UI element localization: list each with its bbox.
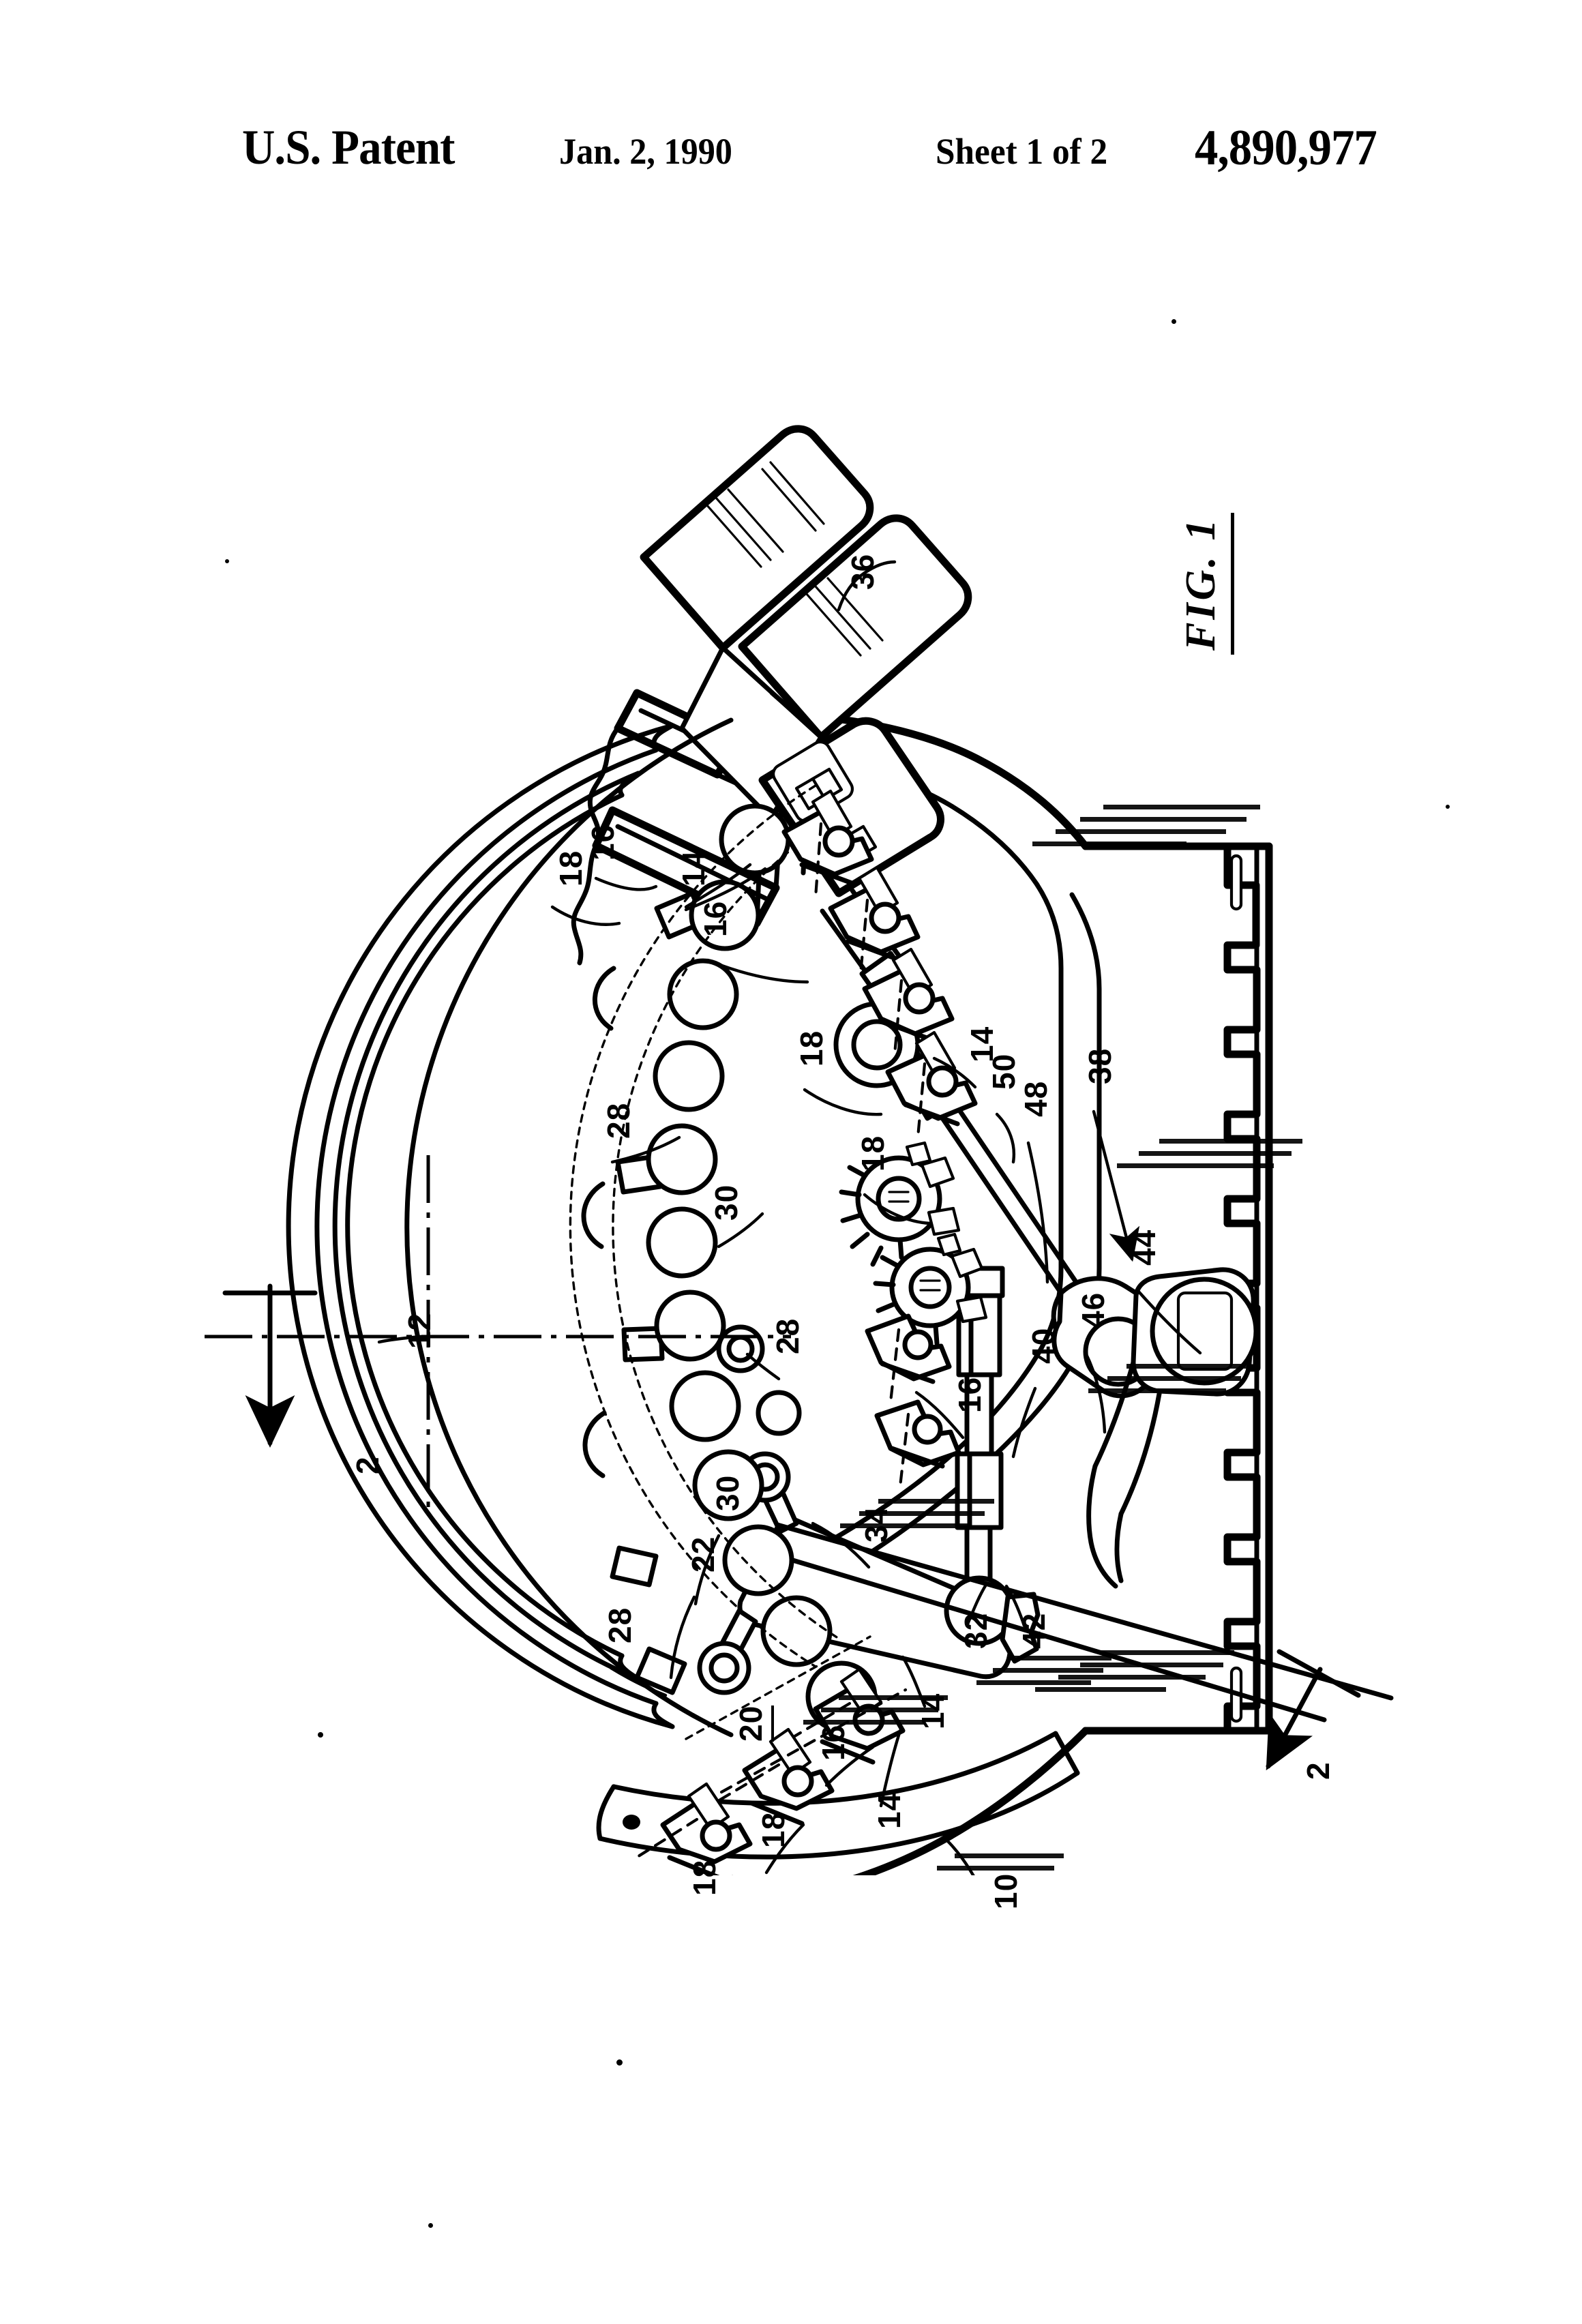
reference-numeral-18b: 18 <box>794 1030 829 1067</box>
reference-numeral-36: 36 <box>845 553 880 590</box>
reference-numeral-16b: 16 <box>698 900 733 937</box>
vane-lever-group-lower <box>632 1635 908 1875</box>
reference-numeral-22: 22 <box>685 1536 721 1573</box>
reference-numeral-20: 20 <box>732 1705 774 1742</box>
vane-lever-group-mid <box>865 1313 961 1489</box>
reference-numeral-14d: 14 <box>871 1792 907 1829</box>
scan-speck <box>616 2059 623 2066</box>
vane-lever-group-upper <box>781 789 978 1139</box>
reference-numeral-16d: 16 <box>816 1724 851 1761</box>
sheet-indicator: Sheet 1 of 2 <box>936 131 1108 172</box>
engine-centerline-12 <box>205 1155 791 1514</box>
reference-numeral-48: 48 <box>1018 1080 1054 1117</box>
scan-speck <box>318 1732 323 1738</box>
section-marker-2: 2 <box>1300 1761 1336 1780</box>
scan-speck <box>1171 319 1176 324</box>
patent-issue-date: Jan. 2, 1990 <box>559 131 732 172</box>
section-marker-1: 2 <box>350 1456 385 1474</box>
reference-numeral-14c: 14 <box>915 1693 951 1729</box>
figure-1-drawing: .o { fill:none; stroke:#000; stroke-widt… <box>205 425 1394 1875</box>
hydraulic-actuator-36 <box>640 425 972 1075</box>
patent-office-title: U.S. Patent <box>242 120 455 175</box>
reference-numeral-42: 42 <box>1016 1612 1051 1649</box>
patent-figure-sheet: .o { fill:none; stroke:#000; stroke-widt… <box>0 205 1582 1909</box>
reference-leader-lines <box>550 560 1202 1875</box>
reference-numeral-46: 46 <box>1075 1292 1111 1328</box>
reference-numeral-44: 44 <box>1126 1229 1162 1266</box>
reference-numeral-32: 32 <box>958 1612 994 1649</box>
unison-ring-track-30 <box>569 784 841 1668</box>
patent-header: U.S. Patent Jan. 2, 1990 Sheet 1 of 2 4,… <box>0 119 1582 194</box>
reference-numeral-10: 10 <box>988 1873 1024 1909</box>
reference-numeral-14a: 14 <box>676 850 711 887</box>
scan-speck <box>1446 805 1450 809</box>
reference-numeral-18c: 18 <box>855 1135 891 1172</box>
scan-speck <box>428 2223 433 2228</box>
reference-numeral-28c: 28 <box>602 1607 638 1643</box>
reference-numeral-30a: 30 <box>708 1184 744 1221</box>
reference-numeral-18d: 18 <box>756 1811 791 1848</box>
actuation-ring-20 <box>286 717 878 1738</box>
reference-numeral-18a: 18 <box>553 850 588 887</box>
reference-numeral-16a: 16 <box>585 824 621 861</box>
bellcrank-34 <box>697 1324 1394 1723</box>
section-arrow-left <box>222 1283 318 1448</box>
gear-sector-upper <box>839 1141 961 1267</box>
patent-number: 4,890,977 <box>1195 120 1377 176</box>
gear-sector-group <box>839 1141 988 1352</box>
reference-numeral-40: 40 <box>1026 1327 1061 1364</box>
reference-numeral-34: 34 <box>859 1506 894 1543</box>
scan-speck <box>225 559 229 563</box>
reference-numeral-50: 50 <box>986 1053 1021 1090</box>
reference-numeral-28a: 28 <box>601 1102 636 1139</box>
figure-caption: FIG. 1 <box>1177 512 1234 655</box>
reference-numeral-16c: 16 <box>952 1376 987 1413</box>
crank-arm-48 <box>1051 1267 1259 1589</box>
ring-lightening-holes <box>646 803 878 1733</box>
shading-hatch-marks <box>803 805 1302 1871</box>
reference-numeral-30b: 30 <box>710 1474 745 1511</box>
reference-numeral-18e: 18 <box>687 1859 722 1896</box>
section-arrow-right <box>1266 1649 1361 1771</box>
reference-numeral-38: 38 <box>1082 1047 1118 1084</box>
reference-numeral-28b: 28 <box>770 1317 805 1354</box>
reference-numeral-12: 12 <box>402 1312 437 1349</box>
